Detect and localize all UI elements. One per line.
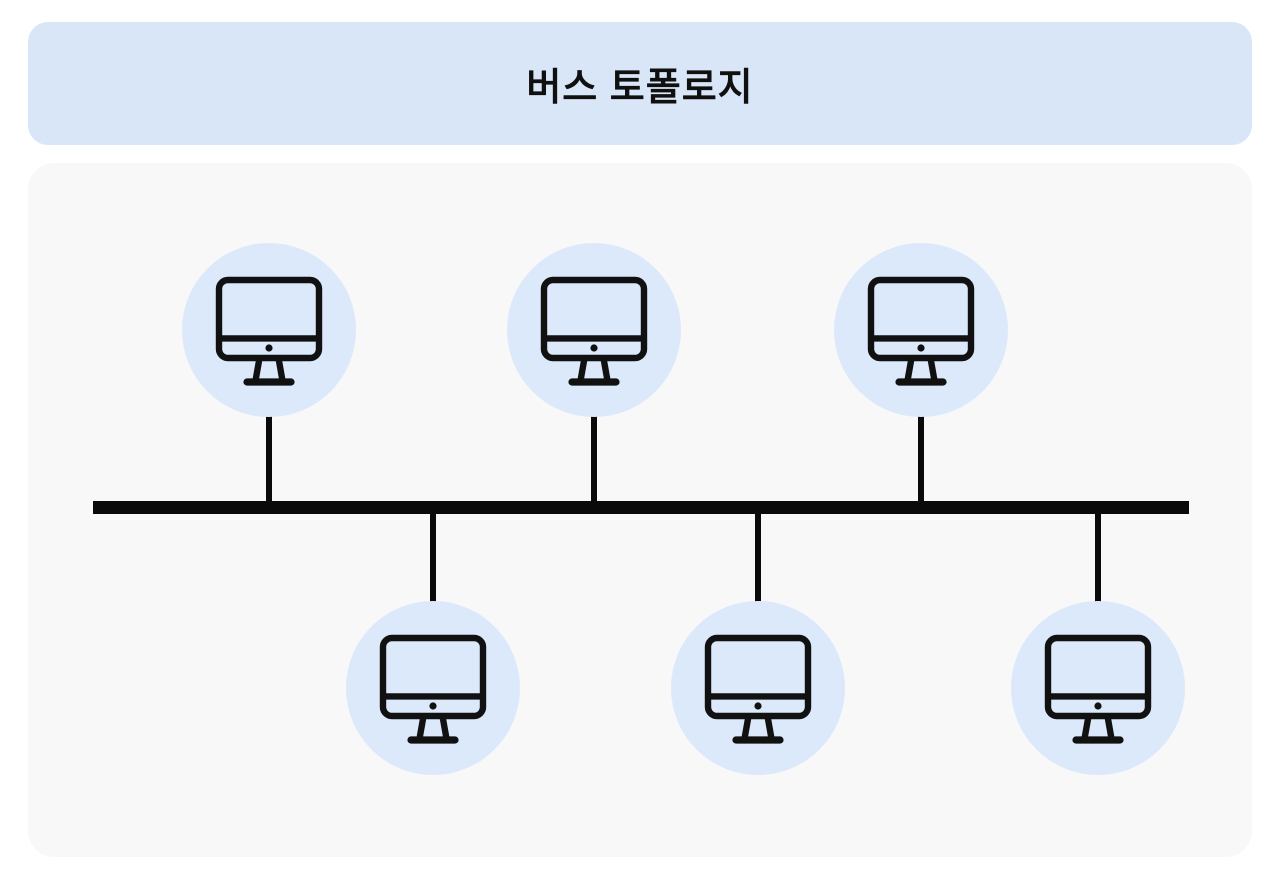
computer-node-bottom-1: [346, 601, 520, 775]
title-banner: 버스 토폴로지: [28, 22, 1252, 145]
connector-line-bottom-2: [755, 501, 761, 688]
computer-node-top-3: [834, 243, 1008, 417]
page-title: 버스 토폴로지: [526, 67, 754, 109]
desktop-computer-icon: [1034, 624, 1162, 752]
desktop-computer-icon: [530, 266, 658, 394]
computer-node-top-1: [182, 243, 356, 417]
connector-line-bottom-3: [1095, 501, 1101, 688]
computer-node-bottom-2: [671, 601, 845, 775]
computer-node-top-2: [507, 243, 681, 417]
bus-cable: [93, 501, 1189, 514]
desktop-computer-icon: [857, 266, 985, 394]
computer-node-bottom-3: [1011, 601, 1185, 775]
connector-line-bottom-1: [430, 501, 436, 688]
desktop-computer-icon: [205, 266, 333, 394]
desktop-computer-icon: [694, 624, 822, 752]
desktop-computer-icon: [369, 624, 497, 752]
